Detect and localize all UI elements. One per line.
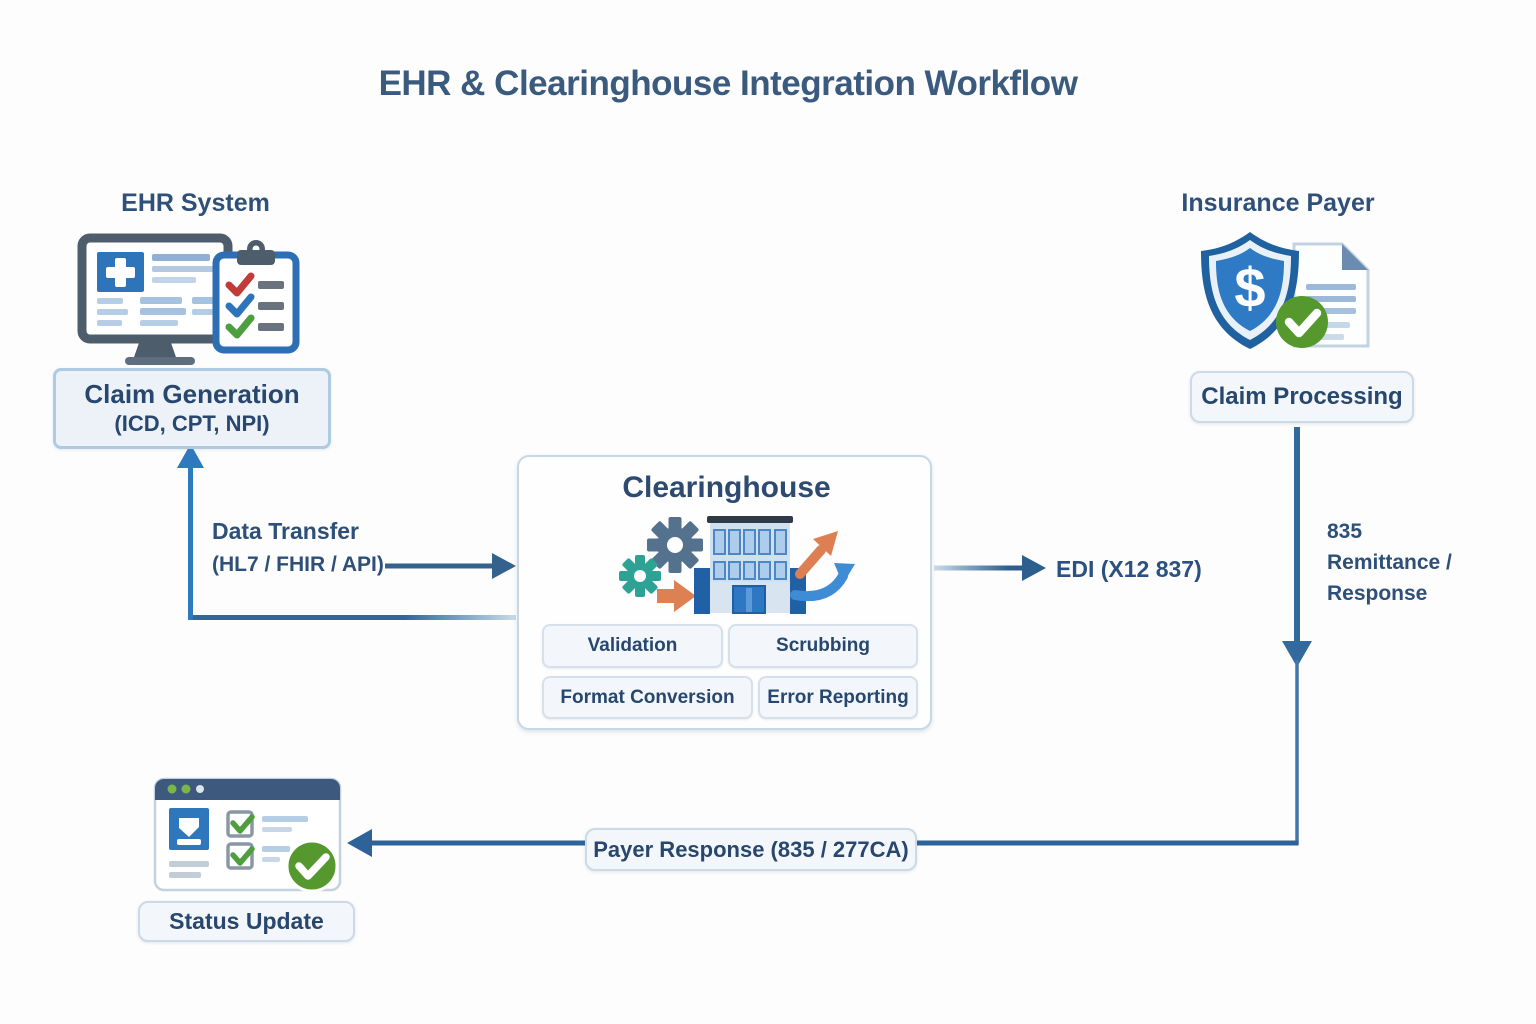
remittance-line2: Remittance / xyxy=(1327,551,1452,574)
remittance-line1: 835 xyxy=(1327,520,1363,543)
claim-generation-title: Claim Generation xyxy=(84,379,300,409)
clearinghouse-icon xyxy=(619,516,855,614)
claim-generation-subtitle: (ICD, CPT, NPI) xyxy=(114,411,270,436)
function-box-error-reporting: Error Reporting xyxy=(758,676,918,719)
remittance-label: 835 Remittance / Response xyxy=(1327,516,1452,609)
edi-arrow xyxy=(934,555,1046,581)
ehr-system-label: EHR System xyxy=(121,189,270,217)
orange-in-arrow-icon xyxy=(657,580,696,612)
gear-icon xyxy=(647,517,703,573)
check-badge-icon xyxy=(1276,296,1328,348)
gear-small-icon xyxy=(619,555,661,597)
building-icon xyxy=(694,516,806,614)
clipboard-icon xyxy=(212,240,300,354)
blue-curved-arrow-icon xyxy=(790,563,855,602)
status-check-badge-icon xyxy=(285,839,339,893)
orange-up-arrow-icon xyxy=(795,531,838,579)
insurance-payer-icon: $ xyxy=(1201,232,1370,349)
payer-response-box: Payer Response (835 / 277CA) xyxy=(585,828,917,871)
claim-generation-box: Claim Generation (ICD, CPT, NPI) xyxy=(53,368,331,449)
edi-label: EDI (X12 837) xyxy=(1056,556,1202,582)
function-box-validation: Validation xyxy=(542,624,723,668)
clearinghouse-box: Clearinghouse xyxy=(517,455,932,730)
function-box-scrubbing: Scrubbing xyxy=(728,624,918,668)
status-update-box: Status Update xyxy=(138,901,355,942)
data-transfer-line1: Data Transfer xyxy=(212,518,360,544)
claim-processing-box: Claim Processing xyxy=(1190,371,1414,423)
remittance-arrow xyxy=(1282,427,1312,845)
page-title: EHR & Clearinghouse Integration Workflow xyxy=(378,64,1078,103)
dollar-icon: $ xyxy=(1234,256,1265,319)
return-to-ehr-arrow xyxy=(177,444,516,620)
data-transfer-label: Data Transfer (HL7 / FHIR / API) xyxy=(212,515,384,581)
shield-dollar-icon: $ xyxy=(1201,232,1299,349)
data-transfer-arrow xyxy=(385,553,516,579)
remittance-line3: Response xyxy=(1327,582,1428,605)
function-box-format-conversion: Format Conversion xyxy=(542,676,753,719)
ehr-system-icon xyxy=(77,233,300,365)
data-transfer-line2: (HL7 / FHIR / API) xyxy=(212,553,384,576)
insurance-payer-label: Insurance Payer xyxy=(1181,189,1375,217)
clearinghouse-title: Clearinghouse xyxy=(622,471,831,504)
status-browser-icon xyxy=(153,777,342,893)
monitor-icon xyxy=(77,233,233,365)
